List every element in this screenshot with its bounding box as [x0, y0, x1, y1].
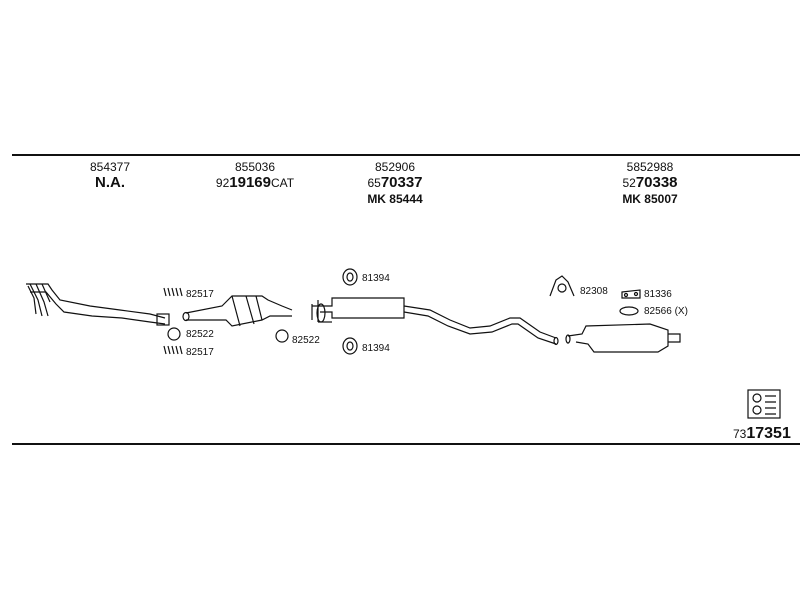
part-code: 5270338 — [622, 174, 678, 191]
header-rear-silencer: 5852988 5270338 MK 85007 — [622, 160, 677, 206]
part-number: 852906 — [374, 160, 416, 174]
part-code: 9219169CAT — [215, 174, 295, 191]
mounting-kit: MK 85444 — [367, 192, 423, 206]
header-middle-silencer: 852906 6570337 MK 85444 — [367, 160, 422, 206]
part-number: 855036 — [234, 160, 276, 174]
label-ring-cat: 82522 — [292, 335, 320, 346]
rubber-mount-icon — [621, 289, 641, 299]
intermediate-pipe-part — [403, 305, 559, 346]
mounting-kit: MK 85007 — [622, 192, 678, 206]
rubber-ring-icon — [619, 306, 639, 316]
label-rubber-x: 82566 (X) — [644, 306, 688, 317]
hanger-icon — [342, 268, 358, 286]
spring-icon — [163, 287, 183, 297]
downpipe-part — [26, 283, 170, 326]
part-code: 6570337 — [367, 174, 423, 191]
label-ring-left: 82522 — [186, 329, 214, 340]
ring-icon — [167, 327, 181, 341]
part-number: 854377 — [89, 160, 131, 174]
ring-icon — [275, 329, 289, 343]
hanger-icon — [342, 337, 358, 355]
label-clamp: 82308 — [580, 286, 608, 297]
label-spring-top: 82517 — [186, 289, 214, 300]
header-catalyst: 855036 9219169CAT — [216, 160, 294, 192]
label-spring-bottom: 82517 — [186, 347, 214, 358]
clamp-icon — [549, 275, 575, 297]
part-number: 5852988 — [626, 160, 674, 174]
header-downpipe: 854377 N.A. — [90, 160, 130, 192]
spring-icon — [163, 345, 183, 355]
top-rule — [12, 154, 800, 156]
parts-kit-icon — [747, 389, 781, 419]
middle-silencer-part — [311, 297, 405, 323]
label-hanger-top: 81394 — [362, 273, 390, 284]
bottom-rule — [12, 443, 800, 445]
part-code: N.A. — [94, 174, 125, 191]
catalyst-part — [182, 295, 293, 327]
kit-number: 7317351 — [733, 425, 791, 442]
label-hanger-bottom: 81394 — [362, 343, 390, 354]
rear-silencer-part — [565, 323, 681, 353]
label-rubber: 81336 — [644, 289, 672, 300]
